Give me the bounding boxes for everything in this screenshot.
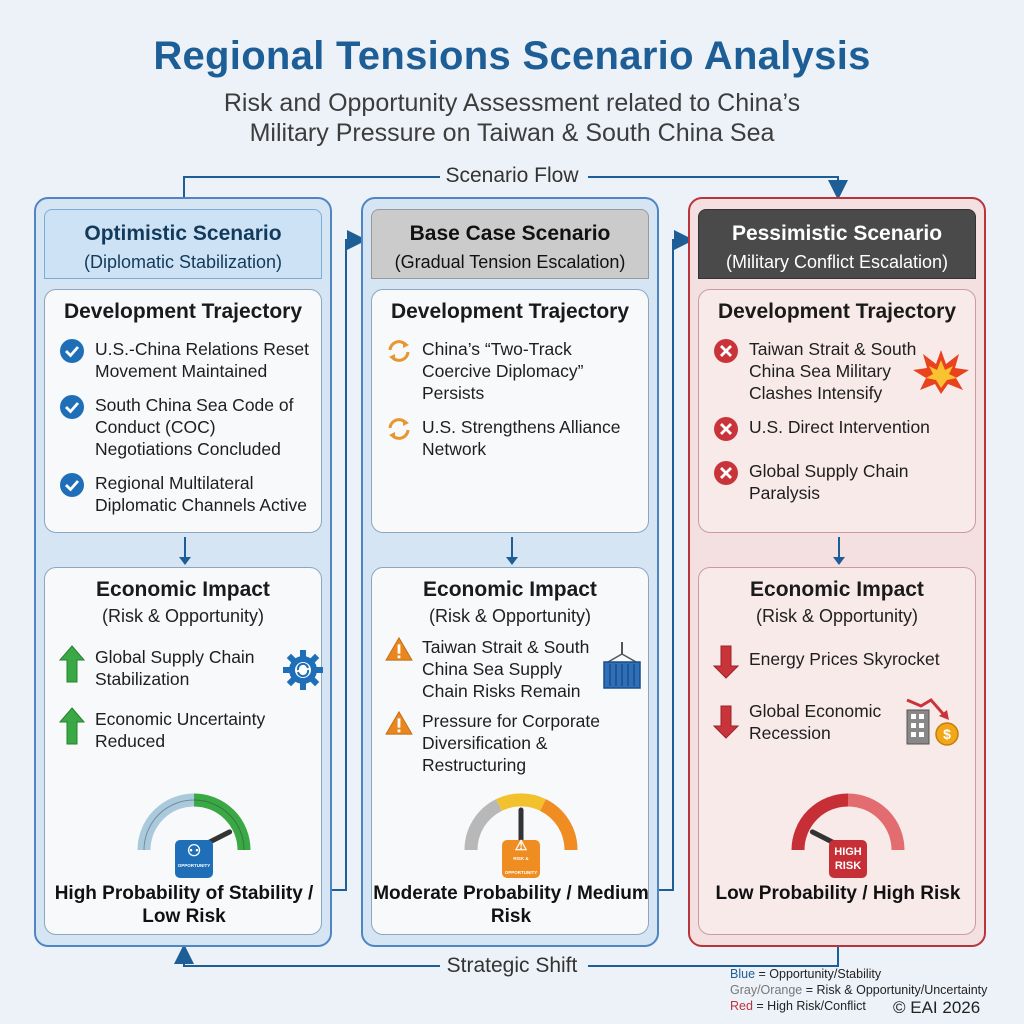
handshake-icon: ⚇ <box>186 843 202 860</box>
impact-item: Global Economic Recession <box>713 700 913 744</box>
page-title: Regional Tensions Scenario Analysis <box>153 34 871 78</box>
scenario-header: Base Case Scenario (Gradual Tension Esca… <box>371 209 649 279</box>
impact-title: Economic Impact <box>750 578 924 601</box>
connector-blue-to-gray <box>332 230 367 891</box>
warning-icon: ⚠ <box>514 837 528 853</box>
pessimistic-scenario-column: Pessimistic Scenario (Military Conflict … <box>688 197 986 947</box>
impact-subtitle: (Risk & Opportunity) <box>755 606 919 626</box>
probability-label: High Probability of Stability / Low Risk <box>54 883 314 927</box>
cycle-icon <box>388 418 410 440</box>
arrow-down-icon <box>713 705 739 739</box>
warning-icon <box>385 636 413 661</box>
impact-subtitle: (Risk & Opportunity) <box>101 606 265 626</box>
shipping-container-icon <box>603 642 641 689</box>
trajectory-title: Development Trajectory <box>717 300 957 323</box>
opportunity-badge: ⚇ OPPORTUNITY <box>175 840 213 878</box>
copyright: © EAI 2026 <box>893 998 981 1017</box>
impact-item: Global Supply Chain Stabilization <box>59 645 269 690</box>
impact-item: Energy Prices Skyrocket <box>713 645 971 679</box>
subtitle-line-2: Military Pressure on Taiwan & South Chin… <box>249 119 775 147</box>
subtitle-line-1: Risk and Opportunity Assessment related … <box>223 89 801 117</box>
trajectory-item: Taiwan Strait & South China Sea Military… <box>713 338 919 404</box>
down-arrow-icon <box>506 537 518 565</box>
strategic-shift-line <box>588 947 839 967</box>
down-arrow-icon <box>833 537 845 565</box>
strategic-shift-label: Strategic Shift <box>440 954 584 978</box>
scenario-subtitle: (Diplomatic Stabilization) <box>83 252 283 272</box>
x-icon <box>714 417 738 441</box>
scenario-subtitle: (Military Conflict Escalation) <box>725 252 949 272</box>
trajectory-item: U.S. Direct Intervention <box>713 416 971 441</box>
arrow-up-icon <box>59 645 85 683</box>
impact-item: Pressure for Corporate Diversification &… <box>385 710 644 776</box>
scenario-header: Pessimistic Scenario (Military Conflict … <box>698 209 976 279</box>
legend-blue: Blue = Opportunity/Stability <box>730 967 882 981</box>
trajectory-item: China’s “Two-Track Coercive Diplomacy” P… <box>386 338 644 404</box>
probability-label: Low Probability / High Risk <box>715 883 961 904</box>
impact-title: Economic Impact <box>423 578 597 601</box>
explosion-icon <box>913 350 969 394</box>
svg-text:$: $ <box>943 726 951 742</box>
economic-impact-panel: Economic Impact (Risk & Opportunity) Ene… <box>698 567 976 935</box>
legend-red: Red = High Risk/Conflict <box>730 999 866 1013</box>
scenario-header: Optimistic Scenario (Diplomatic Stabiliz… <box>44 209 322 279</box>
economic-decline-icon: $ <box>906 698 959 746</box>
high-risk-badge: HIGH RISK <box>829 840 867 878</box>
impact-subtitle: (Risk & Opportunity) <box>428 606 592 626</box>
scenario-title: Base Case Scenario <box>409 222 611 245</box>
gear-icon <box>283 650 323 690</box>
economic-impact-panel: Economic Impact (Risk & Opportunity) Glo… <box>44 567 323 935</box>
scenario-subtitle: (Gradual Tension Escalation) <box>394 252 626 272</box>
impact-item: Taiwan Strait & South China Sea Supply C… <box>385 636 608 702</box>
scenario-flow-label: Scenario Flow <box>440 164 584 188</box>
base-case-scenario-column: Base Case Scenario (Gradual Tension Esca… <box>361 197 659 947</box>
check-icon <box>60 339 84 363</box>
trajectory-item: Global Supply Chain Paralysis <box>713 460 971 504</box>
probability-label: Moderate Probability / Medium Risk <box>373 883 649 927</box>
scenario-title: Optimistic Scenario <box>84 222 282 245</box>
trajectory-panel: Development Trajectory China’s “Two-Trac… <box>371 289 649 533</box>
trajectory-panel: Development Trajectory U.S.-China Relati… <box>44 289 322 533</box>
arrow-up-icon <box>59 707 85 745</box>
warning-icon <box>385 710 413 735</box>
x-icon <box>714 339 738 363</box>
cycle-icon <box>388 340 410 362</box>
trajectory-item: U.S. Strengthens Alliance Network <box>386 416 644 460</box>
trajectory-item: South China Sea Code of Conduct (COC) Ne… <box>59 394 317 460</box>
strategic-shift-arrow <box>174 944 440 967</box>
trajectory-item: U.S.-China Relations Reset Movement Main… <box>59 338 317 382</box>
x-icon <box>714 461 738 485</box>
check-icon <box>60 473 84 497</box>
impact-item: Economic Uncertainty Reduced <box>59 707 317 752</box>
page-subtitle: Risk and Opportunity Assessment related … <box>0 88 1024 148</box>
trajectory-title: Development Trajectory <box>390 300 630 323</box>
impact-title: Economic Impact <box>96 578 270 601</box>
optimistic-scenario-column: Optimistic Scenario (Diplomatic Stabiliz… <box>34 197 332 947</box>
trajectory-item: Regional Multilateral Diplomatic Channel… <box>59 472 317 516</box>
scenario-title: Pessimistic Scenario <box>731 222 943 245</box>
risk-opportunity-badge: ⚠ RISK & OPPORTUNITY <box>502 837 540 878</box>
trajectory-title: Development Trajectory <box>63 300 303 323</box>
color-legend: Blue = Opportunity/Stability Gray/Orange… <box>730 966 987 1014</box>
check-icon <box>60 395 84 419</box>
connector-gray-to-red <box>659 230 694 891</box>
scenario-flow-arrow <box>588 176 848 200</box>
arrow-down-icon <box>713 645 739 679</box>
legend-gray: Gray/Orange = Risk & Opportunity/Uncerta… <box>730 983 988 997</box>
down-arrow-icon <box>179 537 191 565</box>
scenario-flow-line <box>183 176 440 197</box>
trajectory-panel: Development Trajectory Taiwan Strait & S… <box>698 289 976 533</box>
economic-impact-panel: Economic Impact (Risk & Opportunity) Tai… <box>371 567 649 935</box>
